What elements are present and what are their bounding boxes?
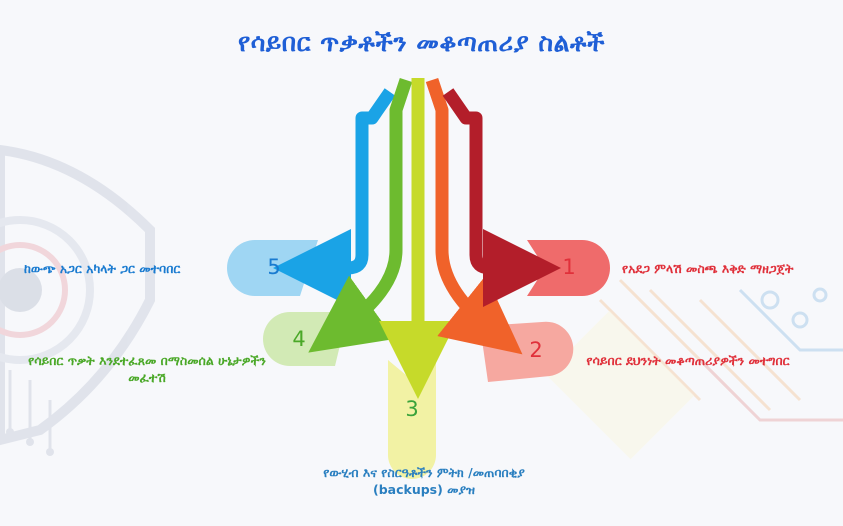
step-number-2: 2 [529,338,543,362]
step-label-3: የውሂብ እና የስርዓቶችን ምትክ /መጠባበቂያ (backups) መያ… [323,465,525,497]
circuit-watermark [545,278,843,460]
step-number-4: 4 [292,327,306,351]
shield-eye-watermark [0,144,155,456]
step-number-3: 3 [405,397,419,421]
step-label-5: ከውጭ አጋር አካላት ጋር መተባበር [24,261,181,276]
step-label-2: የሳይበር ደህንነት መቆጣጠሪያዎችን መተግበር [586,353,790,368]
step-label-1: የአደጋ ምላሽ መስጫ እቅድ ማዘጋጀት [622,261,794,276]
diagram-title: የሳይበር ጥቃቶችን መቆጣጠሪያ ስልቶች [237,28,606,57]
arrow-up-bundle [273,77,561,399]
step-number-1: 1 [562,255,576,279]
step-number-5: 5 [267,255,281,279]
step-label-4: የሳይበር ጥቃት እንደተፈጸመ በማስመሰል ሁኔታዎችን መፈተሽ [28,353,266,385]
